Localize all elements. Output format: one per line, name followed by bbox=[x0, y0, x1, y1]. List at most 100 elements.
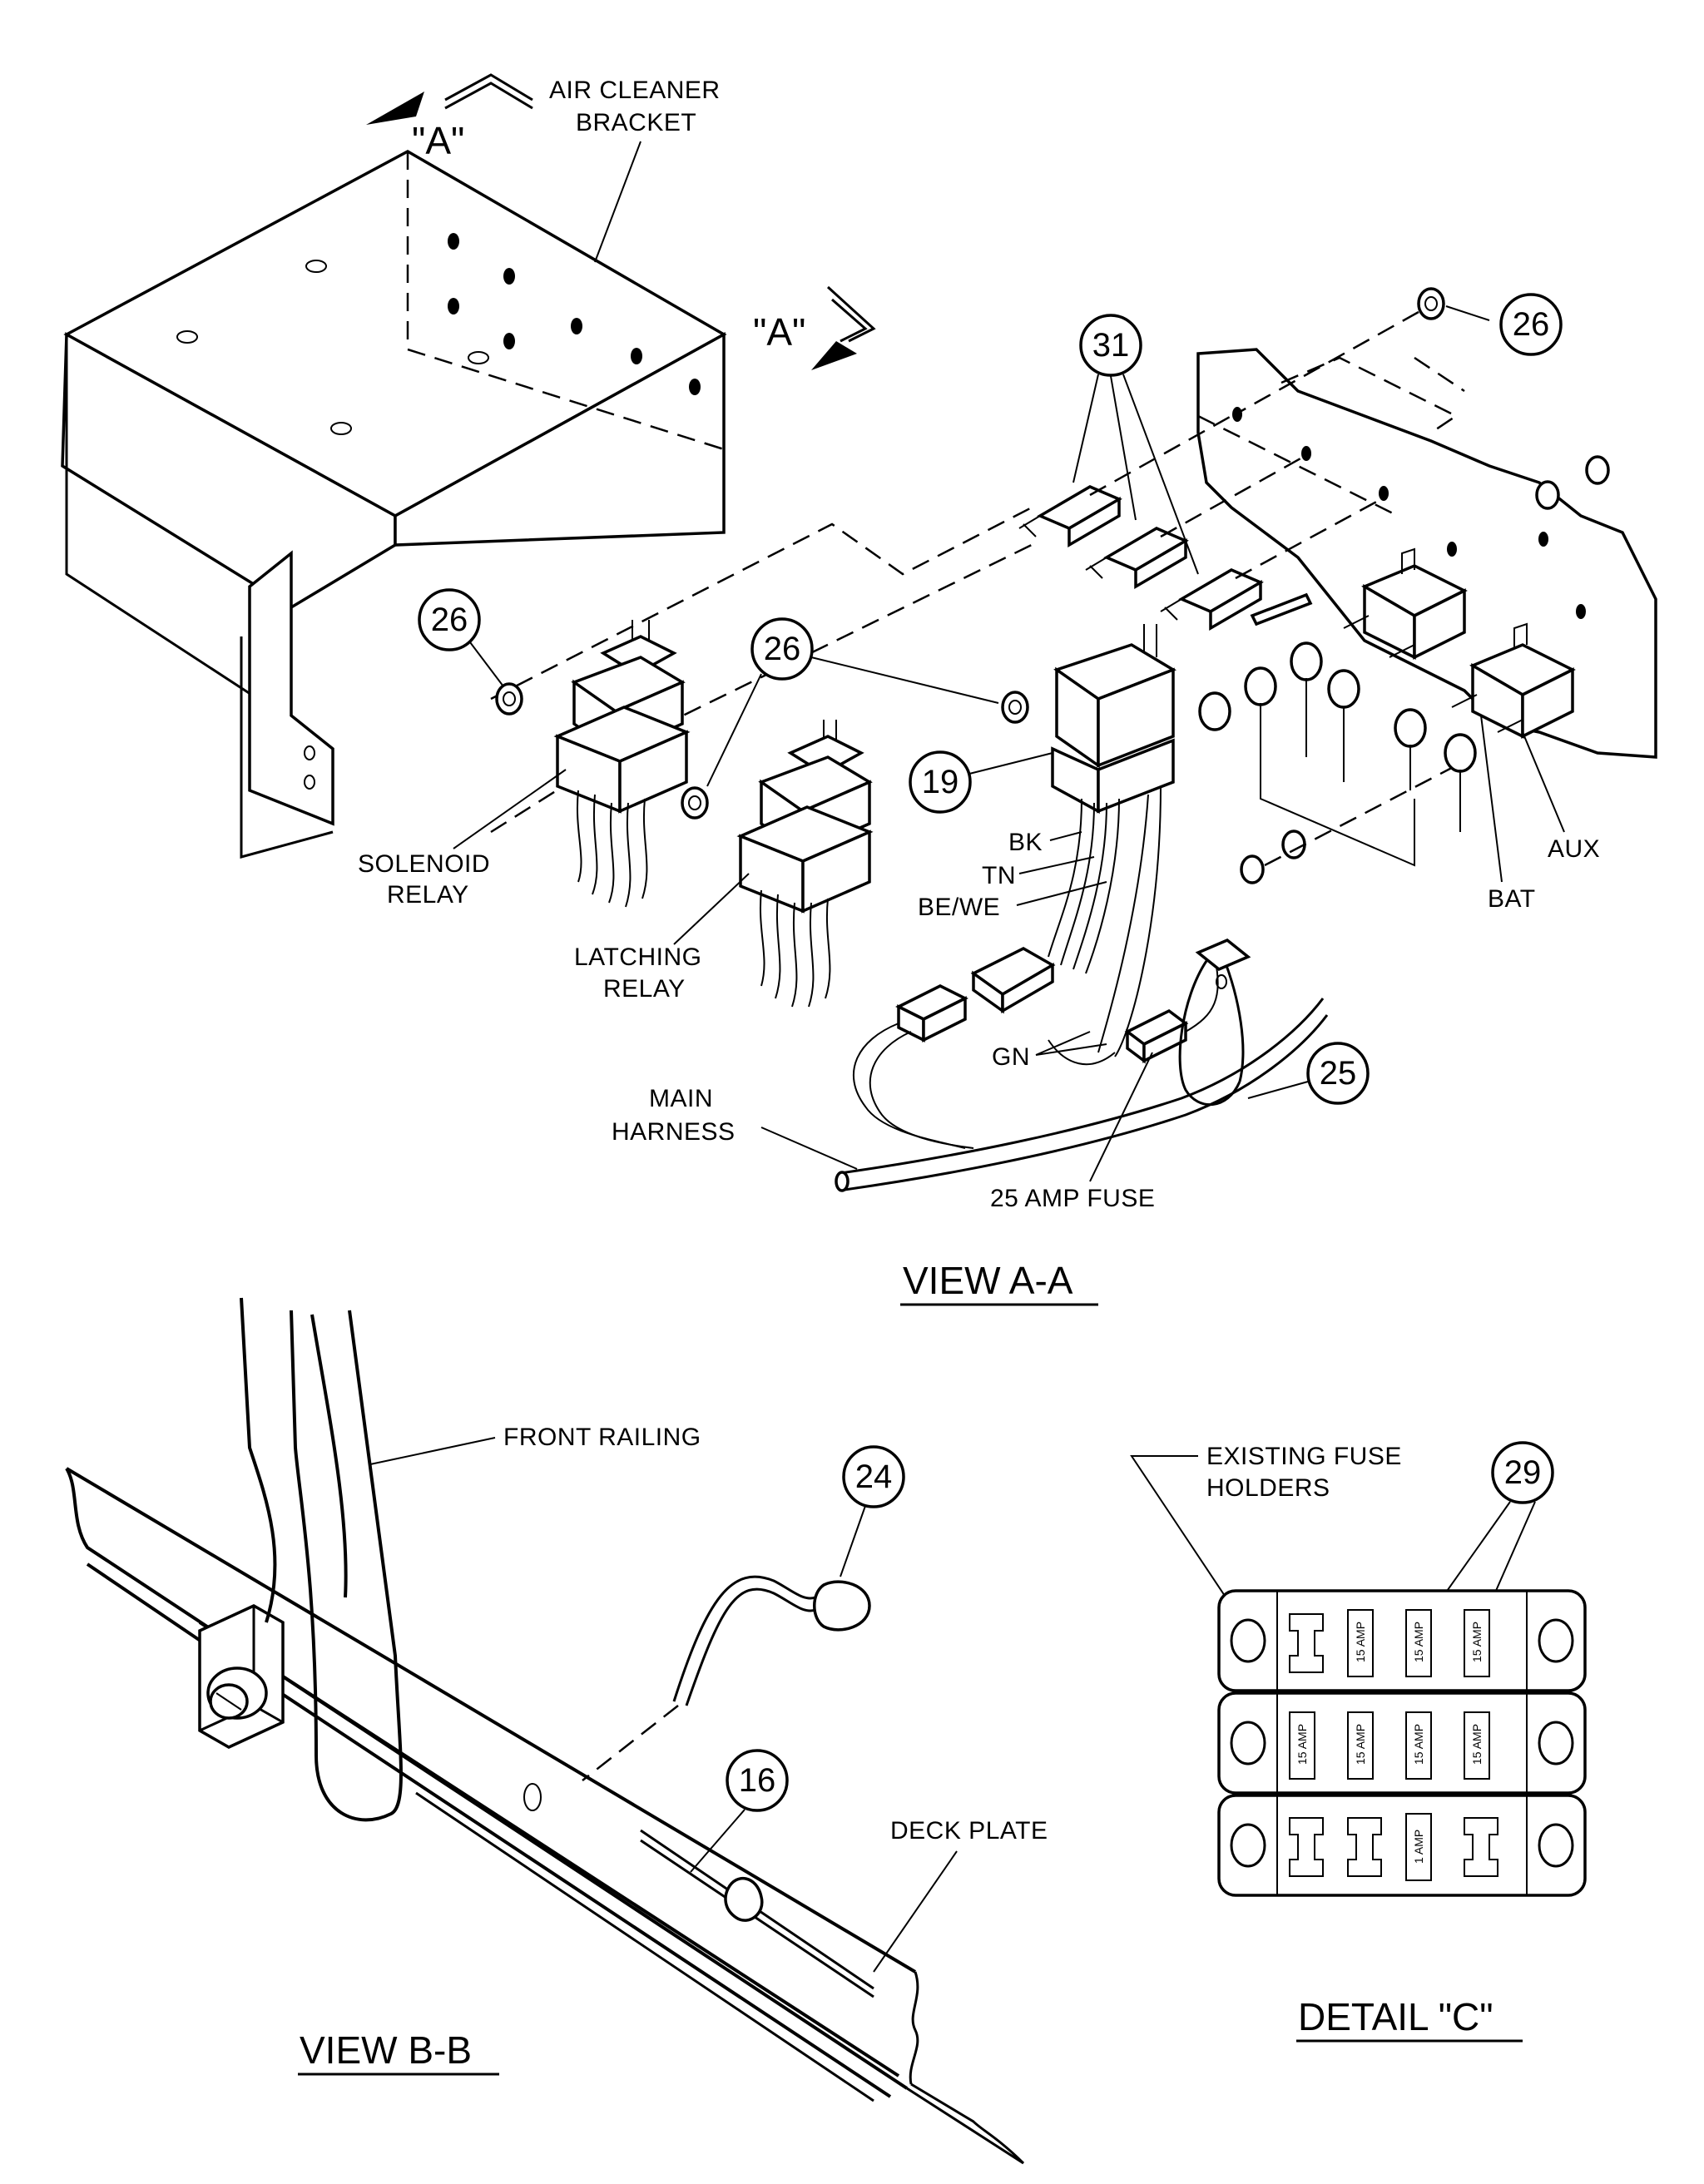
callout-25: 25 bbox=[1247, 1042, 1370, 1105]
solenoid-relay-line1: SOLENOID bbox=[358, 850, 490, 878]
bracket-hole bbox=[571, 318, 582, 334]
wire-gn-label: GN bbox=[992, 1043, 1030, 1071]
callout-24: 24 bbox=[840, 1445, 905, 1577]
bracket-hole bbox=[304, 775, 315, 790]
aux-label: AUX bbox=[1548, 835, 1600, 863]
latching-relay bbox=[736, 720, 874, 1008]
leader-line bbox=[1130, 1455, 1232, 1607]
circuit-breaker-aux bbox=[1343, 547, 1468, 660]
fuse-label: 15 AMP bbox=[1470, 1724, 1484, 1765]
bracket-label-line2: BRACKET bbox=[576, 109, 696, 136]
wire-tn-label: TN bbox=[982, 862, 1016, 889]
leader-line bbox=[873, 1850, 958, 1973]
cable-16 bbox=[640, 1829, 874, 1998]
deck-plate-label: DECK PLATE bbox=[890, 1817, 1048, 1845]
relay-19 bbox=[1048, 624, 1176, 1057]
svg-text:31: 31 bbox=[1092, 327, 1130, 364]
fuse-25-label: 25 AMP FUSE bbox=[990, 1185, 1155, 1212]
bracket-hole bbox=[503, 333, 515, 349]
wire-24 bbox=[582, 1575, 871, 1781]
nut bbox=[1535, 455, 1610, 510]
clamp-25 bbox=[1178, 938, 1251, 1107]
main-harness bbox=[835, 998, 1329, 1192]
leader-line bbox=[1016, 881, 1107, 906]
bracket-hole bbox=[176, 330, 198, 344]
section-marker-bottom: "A" bbox=[753, 285, 876, 370]
main-harness-line2: HARNESS bbox=[612, 1118, 736, 1146]
bracket-hole bbox=[631, 348, 642, 364]
callout-16: 16 bbox=[690, 1749, 789, 1873]
fuse-label: 15 AMP bbox=[1354, 1724, 1367, 1765]
leader-line bbox=[1035, 1031, 1107, 1056]
fuse-label: 15 AMP bbox=[1470, 1622, 1484, 1662]
fuse-holder-row-1: 15 AMP 15 AMP 15 AMP bbox=[1217, 1589, 1587, 1692]
svg-text:19: 19 bbox=[922, 764, 959, 800]
bracket-hole bbox=[330, 422, 352, 435]
leader-line bbox=[594, 141, 641, 263]
fuse-holder-row-3: 1 AMP bbox=[1217, 1794, 1587, 1897]
standoff bbox=[1160, 568, 1264, 631]
connector bbox=[852, 947, 1056, 1149]
nut-26-top bbox=[1417, 287, 1490, 321]
section-marker-label: "A" bbox=[412, 119, 464, 162]
fuse-label: 15 AMP bbox=[1354, 1622, 1367, 1662]
bracket-label-line1: AIR CLEANER bbox=[549, 77, 721, 104]
fuse-label: 15 AMP bbox=[1295, 1724, 1309, 1765]
nut bbox=[1240, 830, 1306, 884]
svg-text:26: 26 bbox=[764, 631, 801, 667]
svg-text:24: 24 bbox=[855, 1458, 893, 1495]
svg-text:16: 16 bbox=[739, 1762, 776, 1799]
leader-line bbox=[1480, 715, 1503, 883]
standoff bbox=[1085, 527, 1189, 590]
bracket-hole bbox=[305, 260, 327, 273]
bolt-block bbox=[198, 1604, 285, 1749]
callout-29: 29 bbox=[1439, 1441, 1554, 1607]
leader-line bbox=[453, 769, 567, 849]
view-b-title: VIEW B-B bbox=[300, 2028, 472, 2072]
svg-text:26: 26 bbox=[1513, 306, 1550, 343]
nut-26-latching bbox=[681, 786, 709, 820]
section-marker-label: "A" bbox=[753, 310, 805, 354]
callout-19: 19 bbox=[909, 750, 1053, 814]
fuse-label: 15 AMP bbox=[1412, 1724, 1425, 1765]
nut-26-solenoid bbox=[495, 682, 523, 716]
leader-line bbox=[1522, 731, 1565, 833]
nut-26-relay19 bbox=[1001, 691, 1029, 724]
bracket-hole bbox=[468, 351, 489, 364]
bracket-hole bbox=[304, 745, 315, 760]
standoff bbox=[1018, 485, 1122, 548]
callout-26-top: 26 bbox=[1499, 293, 1563, 356]
leader-line bbox=[1018, 856, 1095, 874]
latching-relay-line1: LATCHING bbox=[574, 943, 701, 971]
bracket-hole bbox=[503, 268, 515, 285]
view-a-title: VIEW A-A bbox=[903, 1259, 1073, 1302]
bracket-hole bbox=[448, 233, 459, 250]
ring-terminals bbox=[1198, 641, 1477, 867]
assembly-line bbox=[490, 506, 1033, 701]
bracket-hole bbox=[689, 379, 701, 395]
wire-bewe-label: BE/WE bbox=[918, 894, 1000, 921]
latching-relay-line2: RELAY bbox=[603, 975, 686, 1003]
deck-plate bbox=[65, 1467, 1025, 2165]
bracket-hole bbox=[448, 298, 459, 314]
assembly-line bbox=[1239, 310, 1419, 414]
main-harness-line1: MAIN bbox=[649, 1085, 713, 1112]
air-cleaner-bracket bbox=[61, 149, 727, 859]
callout-26-middle: 26 bbox=[706, 617, 999, 787]
solenoid-relay-line2: RELAY bbox=[387, 881, 469, 909]
circuit-breaker-bat bbox=[1451, 622, 1576, 739]
detail-c-title: DETAIL "C" bbox=[1298, 1995, 1493, 2038]
solenoid-relay bbox=[553, 620, 691, 908]
svg-text:29: 29 bbox=[1504, 1454, 1542, 1491]
svg-text:26: 26 bbox=[431, 602, 468, 638]
wire-bk-label: BK bbox=[1008, 829, 1043, 856]
section-marker-top: "A" bbox=[366, 73, 533, 162]
leader-line bbox=[760, 1127, 858, 1170]
existing-fuse-line2: HOLDERS bbox=[1206, 1474, 1330, 1502]
leader-line bbox=[1089, 1052, 1153, 1182]
fuse-holder bbox=[1048, 956, 1219, 1066]
fuse-holder-row-2: 15 AMP 15 AMP 15 AMP 15 AMP bbox=[1217, 1691, 1587, 1795]
screw bbox=[1250, 592, 1313, 626]
front-railing-label: FRONT RAILING bbox=[503, 1424, 701, 1451]
